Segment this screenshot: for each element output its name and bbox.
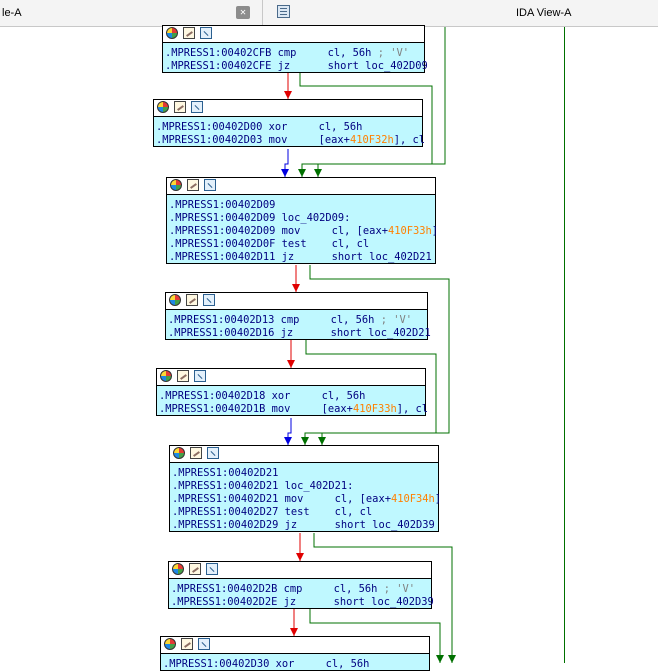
edit-icon[interactable] bbox=[189, 563, 201, 575]
color-picker-icon[interactable] bbox=[164, 638, 176, 650]
color-picker-icon[interactable] bbox=[172, 563, 184, 575]
tab-ida-view-previous[interactable]: le-A bbox=[0, 0, 262, 26]
block-body: .MPRESS1:00402D13 cmp cl, 56h ; 'V'.MPRE… bbox=[166, 310, 431, 340]
graph-icon[interactable] bbox=[191, 101, 203, 113]
graph-icon[interactable] bbox=[198, 638, 210, 650]
block-body: .MPRESS1:00402D18 xor cl, 56h.MPRESS1:00… bbox=[157, 386, 429, 416]
code-block-n7[interactable]: .MPRESS1:00402D2B cmp cl, 56h ; 'V'.MPRE… bbox=[168, 561, 434, 609]
asm-line[interactable]: .MPRESS1:00402D2E jz short loc_402D39 bbox=[171, 596, 434, 608]
block-body: .MPRESS1:00402D09.MPRESS1:00402D09 loc_4… bbox=[167, 195, 439, 264]
asm-line[interactable]: .MPRESS1:00402D09 loc_402D09: bbox=[169, 212, 351, 224]
code-block-n4[interactable]: .MPRESS1:00402D13 cmp cl, 56h ; 'V'.MPRE… bbox=[165, 292, 431, 340]
asm-line[interactable]: .MPRESS1:00402D00 xor cl, 56h bbox=[156, 121, 363, 133]
block-body: .MPRESS1:00402D21.MPRESS1:00402D21 loc_4… bbox=[170, 463, 442, 532]
asm-line[interactable]: .MPRESS1:00402D16 jz short loc_402D21 bbox=[168, 327, 431, 339]
asm-line[interactable]: .MPRESS1:00402D0F test cl, cl bbox=[169, 238, 370, 250]
color-picker-icon[interactable] bbox=[166, 27, 178, 39]
graph-icon[interactable] bbox=[207, 447, 219, 459]
asm-line[interactable]: .MPRESS1:00402D1B mov [eax+410F33h], cl bbox=[159, 403, 429, 415]
tab-separator bbox=[262, 0, 263, 26]
edit-icon[interactable] bbox=[183, 27, 195, 39]
asm-line[interactable]: .MPRESS1:00402D09 mov cl, [eax+410F33h] bbox=[169, 225, 439, 237]
edit-icon[interactable] bbox=[181, 638, 193, 650]
asm-line[interactable]: .MPRESS1:00402D09 bbox=[169, 199, 276, 211]
tab-label: le-A bbox=[2, 7, 22, 19]
asm-line[interactable]: .MPRESS1:00402CFB cmp cl, 56h ; 'V' bbox=[165, 47, 409, 59]
color-picker-icon[interactable] bbox=[157, 101, 169, 113]
edit-icon[interactable] bbox=[174, 101, 186, 113]
color-picker-icon[interactable] bbox=[173, 447, 185, 459]
asm-line[interactable]: .MPRESS1:00402D21 loc_402D21: bbox=[172, 480, 354, 492]
block-header bbox=[170, 446, 438, 463]
edit-icon[interactable] bbox=[187, 179, 199, 191]
code-block-n3[interactable]: .MPRESS1:00402D09.MPRESS1:00402D09 loc_4… bbox=[166, 177, 439, 264]
asm-line[interactable]: .MPRESS1:00402D18 xor cl, 56h bbox=[159, 390, 366, 402]
block-header bbox=[169, 562, 431, 579]
graph-icon[interactable] bbox=[203, 294, 215, 306]
tab-label: IDA View-A bbox=[516, 7, 572, 19]
tab-bar: le-A ✕ IDA View-A bbox=[0, 0, 658, 27]
edit-icon[interactable] bbox=[186, 294, 198, 306]
block-header bbox=[161, 637, 429, 654]
code-block-n2[interactable]: .MPRESS1:00402D00 xor cl, 56h.MPRESS1:00… bbox=[153, 99, 426, 147]
asm-line[interactable]: .MPRESS1:00402D21 mov cl, [eax+410F34h] bbox=[172, 493, 442, 505]
asm-line[interactable]: .MPRESS1:00402D11 jz short loc_402D21 bbox=[169, 251, 432, 263]
color-picker-icon[interactable] bbox=[170, 179, 182, 191]
asm-line[interactable]: .MPRESS1:00402D29 jz short loc_402D39 bbox=[172, 519, 435, 531]
code-block-n6[interactable]: .MPRESS1:00402D21.MPRESS1:00402D21 loc_4… bbox=[169, 445, 442, 532]
close-icon[interactable]: ✕ bbox=[236, 6, 250, 19]
asm-line[interactable]: .MPRESS1:00402D13 cmp cl, 56h ; 'V' bbox=[168, 314, 412, 326]
edit-icon[interactable] bbox=[190, 447, 202, 459]
block-header bbox=[157, 369, 425, 386]
block-header bbox=[166, 293, 427, 310]
graph-icon[interactable] bbox=[194, 370, 206, 382]
asm-line[interactable]: .MPRESS1:00402D30 xor cl, 56h bbox=[163, 658, 370, 670]
color-picker-icon[interactable] bbox=[160, 370, 172, 382]
graph-icon[interactable] bbox=[206, 563, 218, 575]
graph-icon[interactable] bbox=[204, 179, 216, 191]
tab-ida-view-a[interactable]: IDA View-A bbox=[516, 0, 658, 26]
block-header bbox=[154, 100, 422, 117]
color-picker-icon[interactable] bbox=[169, 294, 181, 306]
asm-line[interactable]: .MPRESS1:00402D03 mov [eax+410F32h], cl bbox=[156, 134, 426, 146]
code-block-n1[interactable]: .MPRESS1:00402CFB cmp cl, 56h ; 'V'.MPRE… bbox=[162, 25, 428, 73]
asm-line[interactable]: .MPRESS1:00402CFE jz short loc_402D09 bbox=[165, 60, 428, 72]
block-header bbox=[163, 26, 424, 43]
graph-icon[interactable] bbox=[200, 27, 212, 39]
asm-line[interactable]: .MPRESS1:00402D21 bbox=[172, 467, 279, 479]
edit-icon[interactable] bbox=[177, 370, 189, 382]
edge-line bbox=[564, 27, 565, 663]
asm-line[interactable]: .MPRESS1:00402D2B cmp cl, 56h ; 'V' bbox=[171, 583, 415, 595]
block-header bbox=[167, 178, 435, 195]
code-block-n5[interactable]: .MPRESS1:00402D18 xor cl, 56h.MPRESS1:00… bbox=[156, 368, 429, 416]
graph-view-icon[interactable] bbox=[277, 5, 290, 18]
code-block-n8[interactable]: .MPRESS1:00402D30 xor cl, 56h bbox=[160, 636, 430, 671]
block-body: .MPRESS1:00402CFB cmp cl, 56h ; 'V'.MPRE… bbox=[163, 43, 428, 73]
block-body: .MPRESS1:00402D00 xor cl, 56h.MPRESS1:00… bbox=[154, 117, 426, 147]
asm-line[interactable]: .MPRESS1:00402D27 test cl, cl bbox=[172, 506, 373, 518]
block-body: .MPRESS1:00402D2B cmp cl, 56h ; 'V'.MPRE… bbox=[169, 579, 434, 609]
